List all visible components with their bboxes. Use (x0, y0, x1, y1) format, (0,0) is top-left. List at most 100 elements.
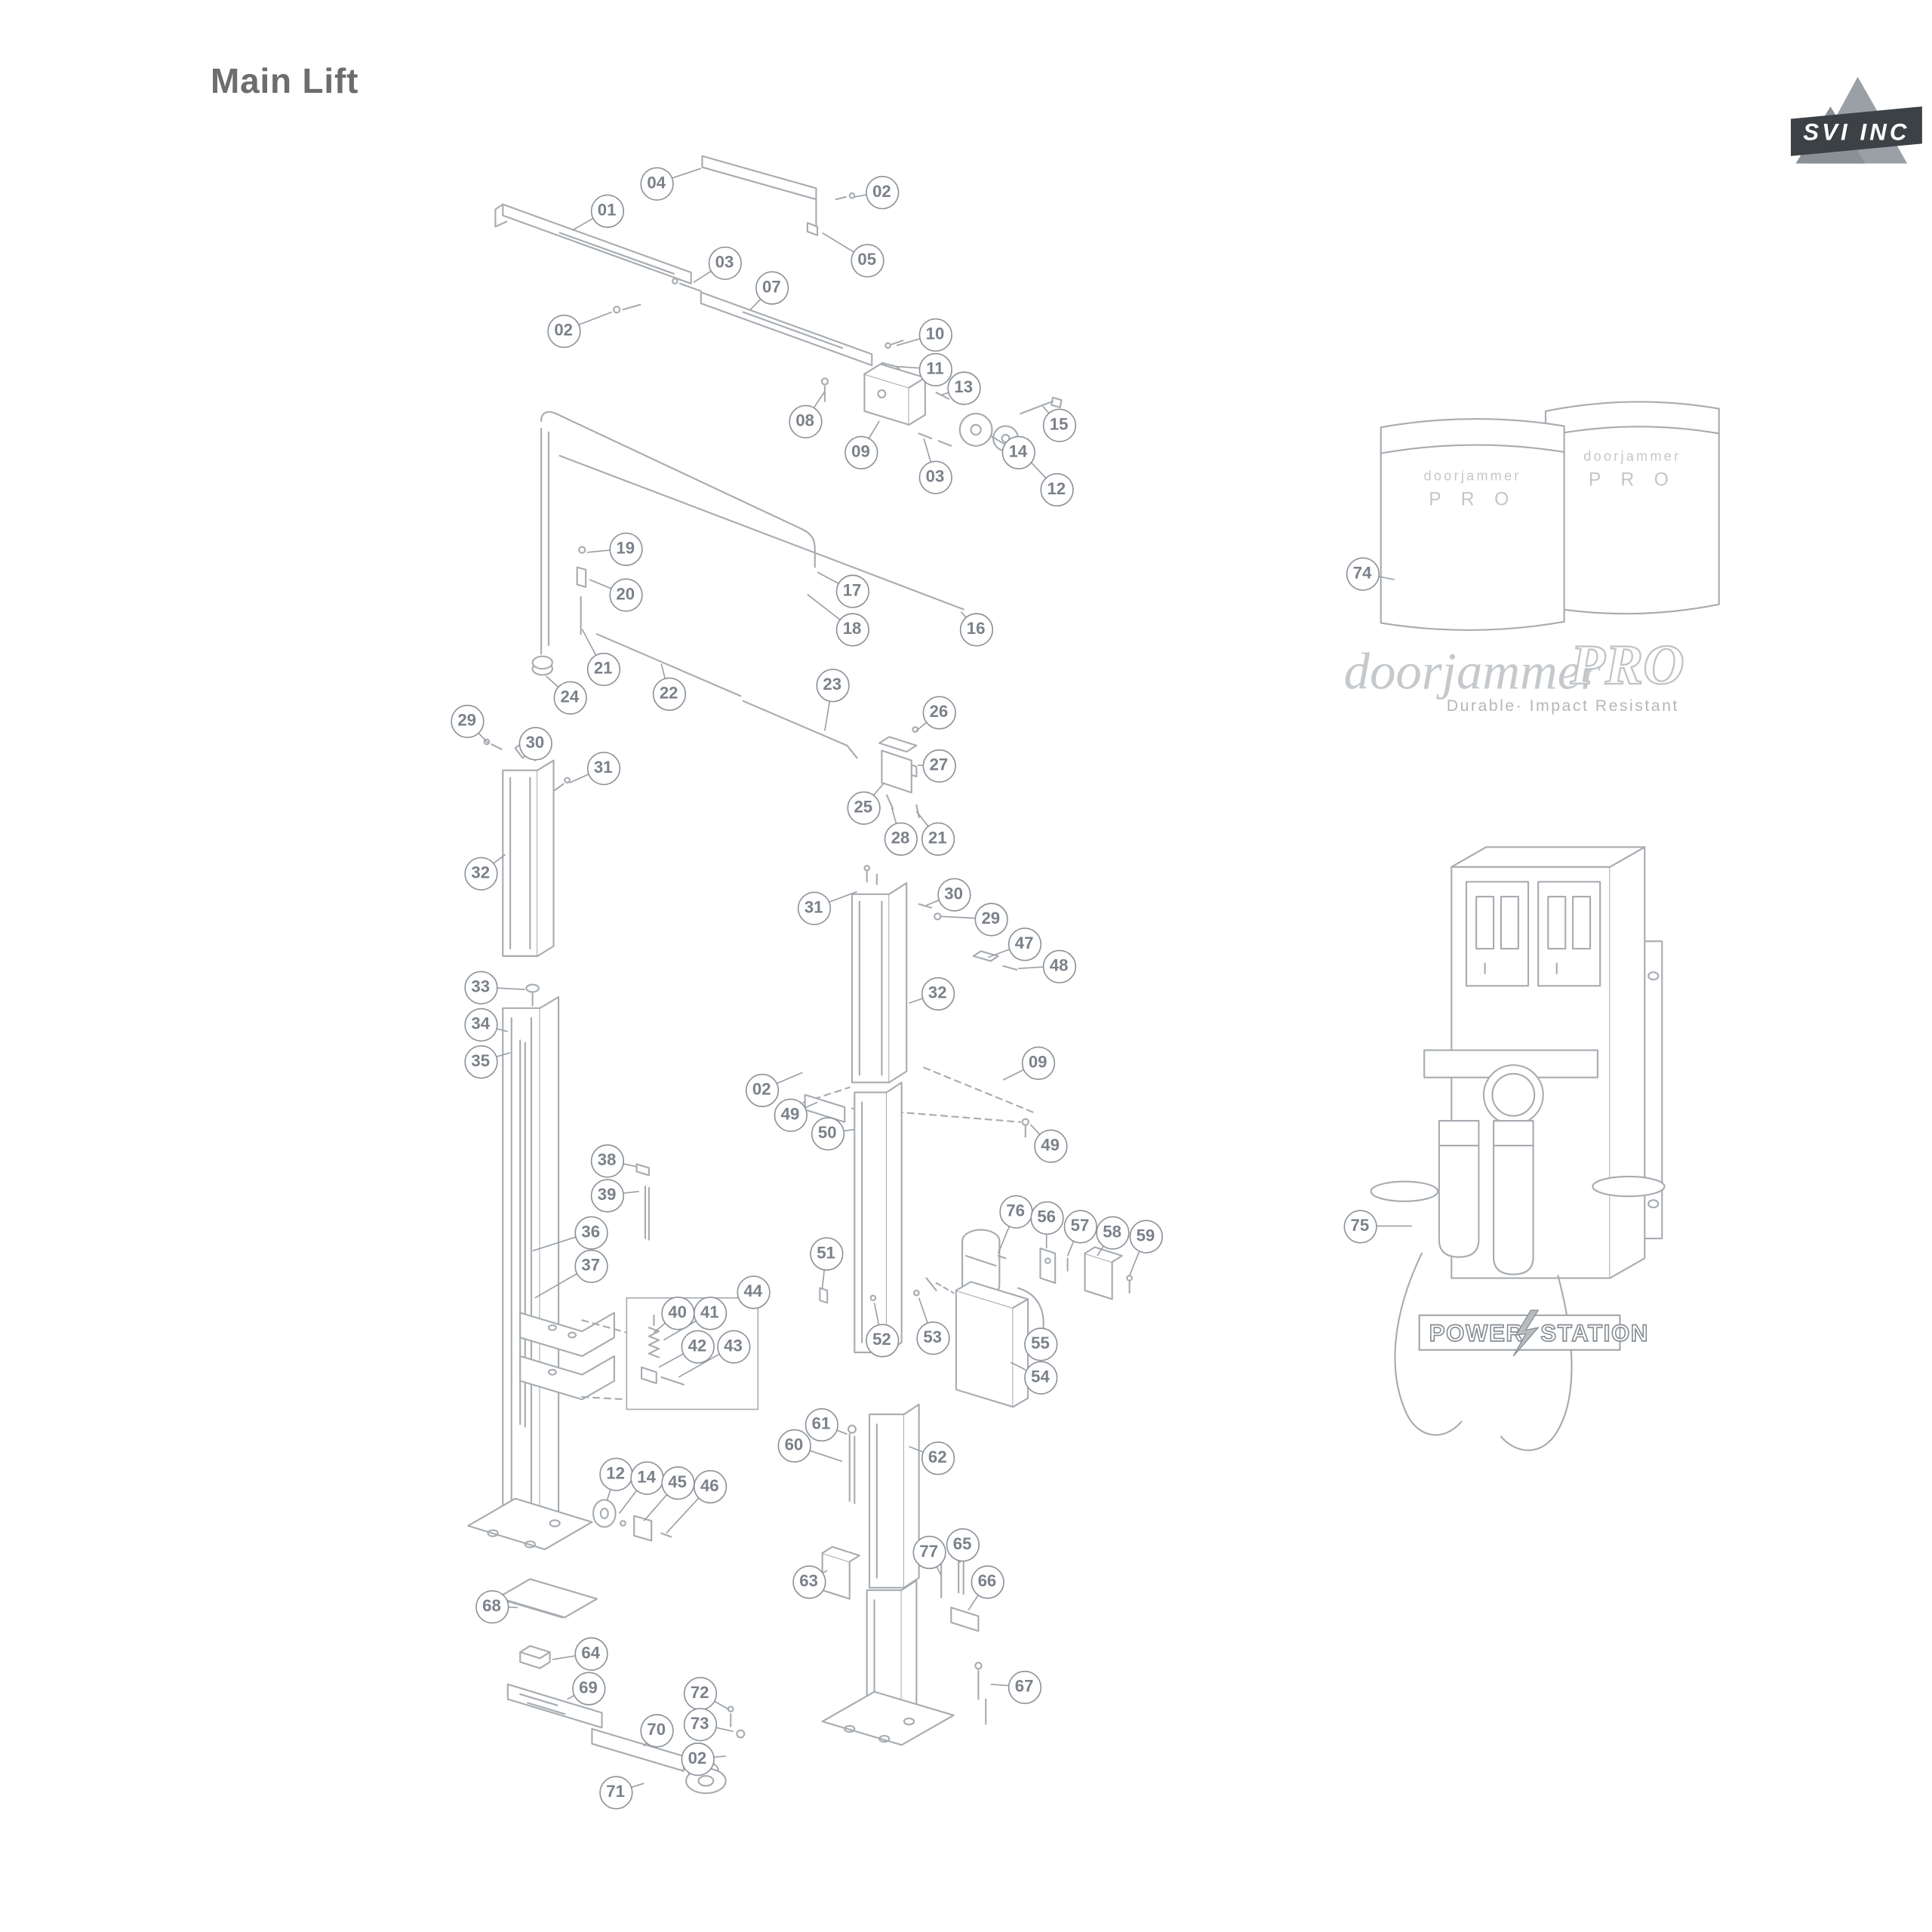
callout-57: 57 (1063, 1209, 1097, 1243)
callout-09: 09 (844, 435, 878, 469)
callout-37: 37 (574, 1248, 608, 1283)
door-cover-text-1b: P R O (1429, 490, 1516, 510)
callout-72: 72 (683, 1676, 717, 1710)
page-title: Main Lift (210, 62, 359, 100)
callout-05: 05 (850, 243, 884, 277)
right-inner-column (819, 1081, 955, 1354)
callout-34: 34 (463, 1007, 497, 1041)
callout-02: 02 (865, 175, 899, 209)
lock-rod-assembly (531, 411, 964, 819)
callout-08: 08 (788, 404, 822, 438)
callout-35: 35 (463, 1044, 497, 1078)
callout-24: 24 (552, 680, 587, 715)
doorjammer-branding: doorjammer P R O doorjammer P R O doorja… (1344, 448, 1685, 715)
power-station-unit (1370, 846, 1666, 1451)
callout-18: 18 (835, 612, 869, 646)
callout-61: 61 (804, 1407, 838, 1441)
callout-46: 46 (693, 1469, 727, 1503)
callout-75: 75 (1343, 1209, 1377, 1243)
callout-28: 28 (883, 821, 918, 856)
callout-38: 38 (589, 1143, 624, 1177)
callout-39: 39 (589, 1178, 624, 1212)
callout-02: 02 (745, 1072, 779, 1107)
top-beam-assembly (494, 155, 1063, 452)
callout-20: 20 (608, 577, 642, 611)
callout-50: 50 (811, 1116, 844, 1150)
callout-13: 13 (946, 371, 980, 405)
callout-41: 41 (693, 1296, 727, 1330)
callout-30: 30 (518, 726, 552, 760)
callout-48: 48 (1041, 949, 1076, 983)
callout-65: 65 (945, 1527, 980, 1561)
callout-43: 43 (716, 1329, 750, 1363)
callout-66: 66 (970, 1564, 1004, 1598)
callout-29: 29 (974, 902, 1008, 936)
callout-12: 12 (598, 1457, 632, 1491)
callout-22: 22 (651, 676, 686, 711)
callout-25: 25 (846, 790, 880, 825)
callout-32: 32 (463, 856, 497, 891)
doorjammer-tagline: Durable· Impact Resistant (1447, 697, 1679, 715)
power-station-label: POWER STATION (1418, 1309, 1649, 1357)
callout-60: 60 (777, 1428, 811, 1463)
callout-62: 62 (921, 1441, 955, 1475)
callout-03: 03 (918, 460, 952, 494)
callout-69: 69 (571, 1671, 605, 1705)
callout-54: 54 (1023, 1360, 1057, 1394)
callout-30: 30 (937, 877, 971, 911)
power-station-label-station: STATION (1540, 1320, 1649, 1346)
left-main-column (467, 995, 672, 1550)
svi-logo-text: SVI INC (1803, 118, 1909, 145)
callout-31: 31 (586, 751, 620, 785)
callout-64: 64 (574, 1636, 608, 1670)
callout-45: 45 (660, 1466, 694, 1500)
callout-15: 15 (1041, 408, 1076, 442)
callout-52: 52 (865, 1323, 899, 1357)
callout-16: 16 (958, 612, 993, 646)
callout-32: 32 (921, 976, 955, 1011)
callout-09: 09 (1021, 1045, 1055, 1080)
callout-58: 58 (1095, 1215, 1129, 1249)
callout-19: 19 (608, 531, 642, 566)
callout-49: 49 (1033, 1128, 1067, 1163)
callout-01: 01 (589, 193, 624, 228)
callout-53: 53 (915, 1321, 949, 1355)
callout-26: 26 (921, 695, 956, 729)
callout-04: 04 (639, 166, 673, 201)
carriage-detail-box (581, 1297, 759, 1411)
callout-42: 42 (680, 1329, 715, 1363)
callout-55: 55 (1023, 1327, 1057, 1361)
callout-23: 23 (815, 668, 849, 702)
callout-49: 49 (773, 1097, 808, 1132)
callout-31: 31 (796, 891, 831, 925)
callout-11: 11 (918, 352, 952, 386)
door-covers (1380, 401, 1720, 631)
callout-03: 03 (707, 245, 742, 280)
callout-29: 29 (450, 703, 484, 738)
callout-33: 33 (463, 970, 497, 1004)
callout-71: 71 (598, 1775, 632, 1809)
door-cover-text-1: doorjammer (1424, 469, 1521, 484)
doorjammer-script-pro: PRO (1570, 634, 1684, 697)
callout-51: 51 (809, 1236, 843, 1270)
callout-17: 17 (835, 574, 869, 608)
callout-27: 27 (921, 748, 956, 783)
callout-67: 67 (1007, 1669, 1041, 1704)
callout-63: 63 (792, 1564, 826, 1598)
left-upper-column (483, 734, 571, 1007)
callout-68: 68 (475, 1589, 509, 1623)
door-cover-text-2: doorjammer (1583, 448, 1681, 463)
callout-02: 02 (680, 1742, 715, 1776)
callout-14: 14 (1001, 435, 1035, 469)
callout-74: 74 (1345, 556, 1380, 590)
callout-47: 47 (1007, 927, 1041, 961)
svi-logo: SVI INC (1790, 76, 1922, 164)
callout-10: 10 (918, 317, 952, 352)
lightning-bolt-icon (1512, 1309, 1540, 1357)
callout-02: 02 (546, 313, 580, 348)
callout-36: 36 (574, 1215, 608, 1249)
callout-70: 70 (639, 1713, 673, 1747)
callout-21: 21 (586, 651, 620, 686)
